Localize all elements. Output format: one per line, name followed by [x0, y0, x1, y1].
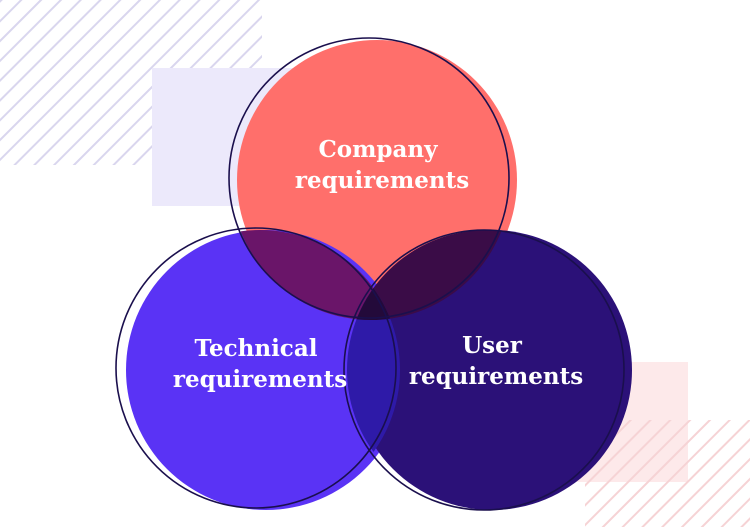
label-user-line2: requirements: [409, 363, 583, 390]
circle-company-outline: [228, 37, 510, 319]
label-company-line2: requirements: [295, 167, 469, 194]
label-technical-line1: Technical: [195, 335, 318, 362]
label-technical-line2: requirements: [173, 366, 347, 393]
circle-user-outline: [343, 229, 625, 511]
overlap-company-technical: [231, 230, 400, 320]
overlap-company-user: [347, 230, 511, 320]
label-user: User requirements: [409, 332, 583, 390]
label-user-line1: User: [462, 332, 523, 359]
label-company-line1: Company: [318, 136, 438, 163]
label-technical: Technical requirements: [173, 335, 347, 393]
circle-technical-outline: [115, 227, 397, 509]
label-company: Company requirements: [295, 136, 469, 194]
